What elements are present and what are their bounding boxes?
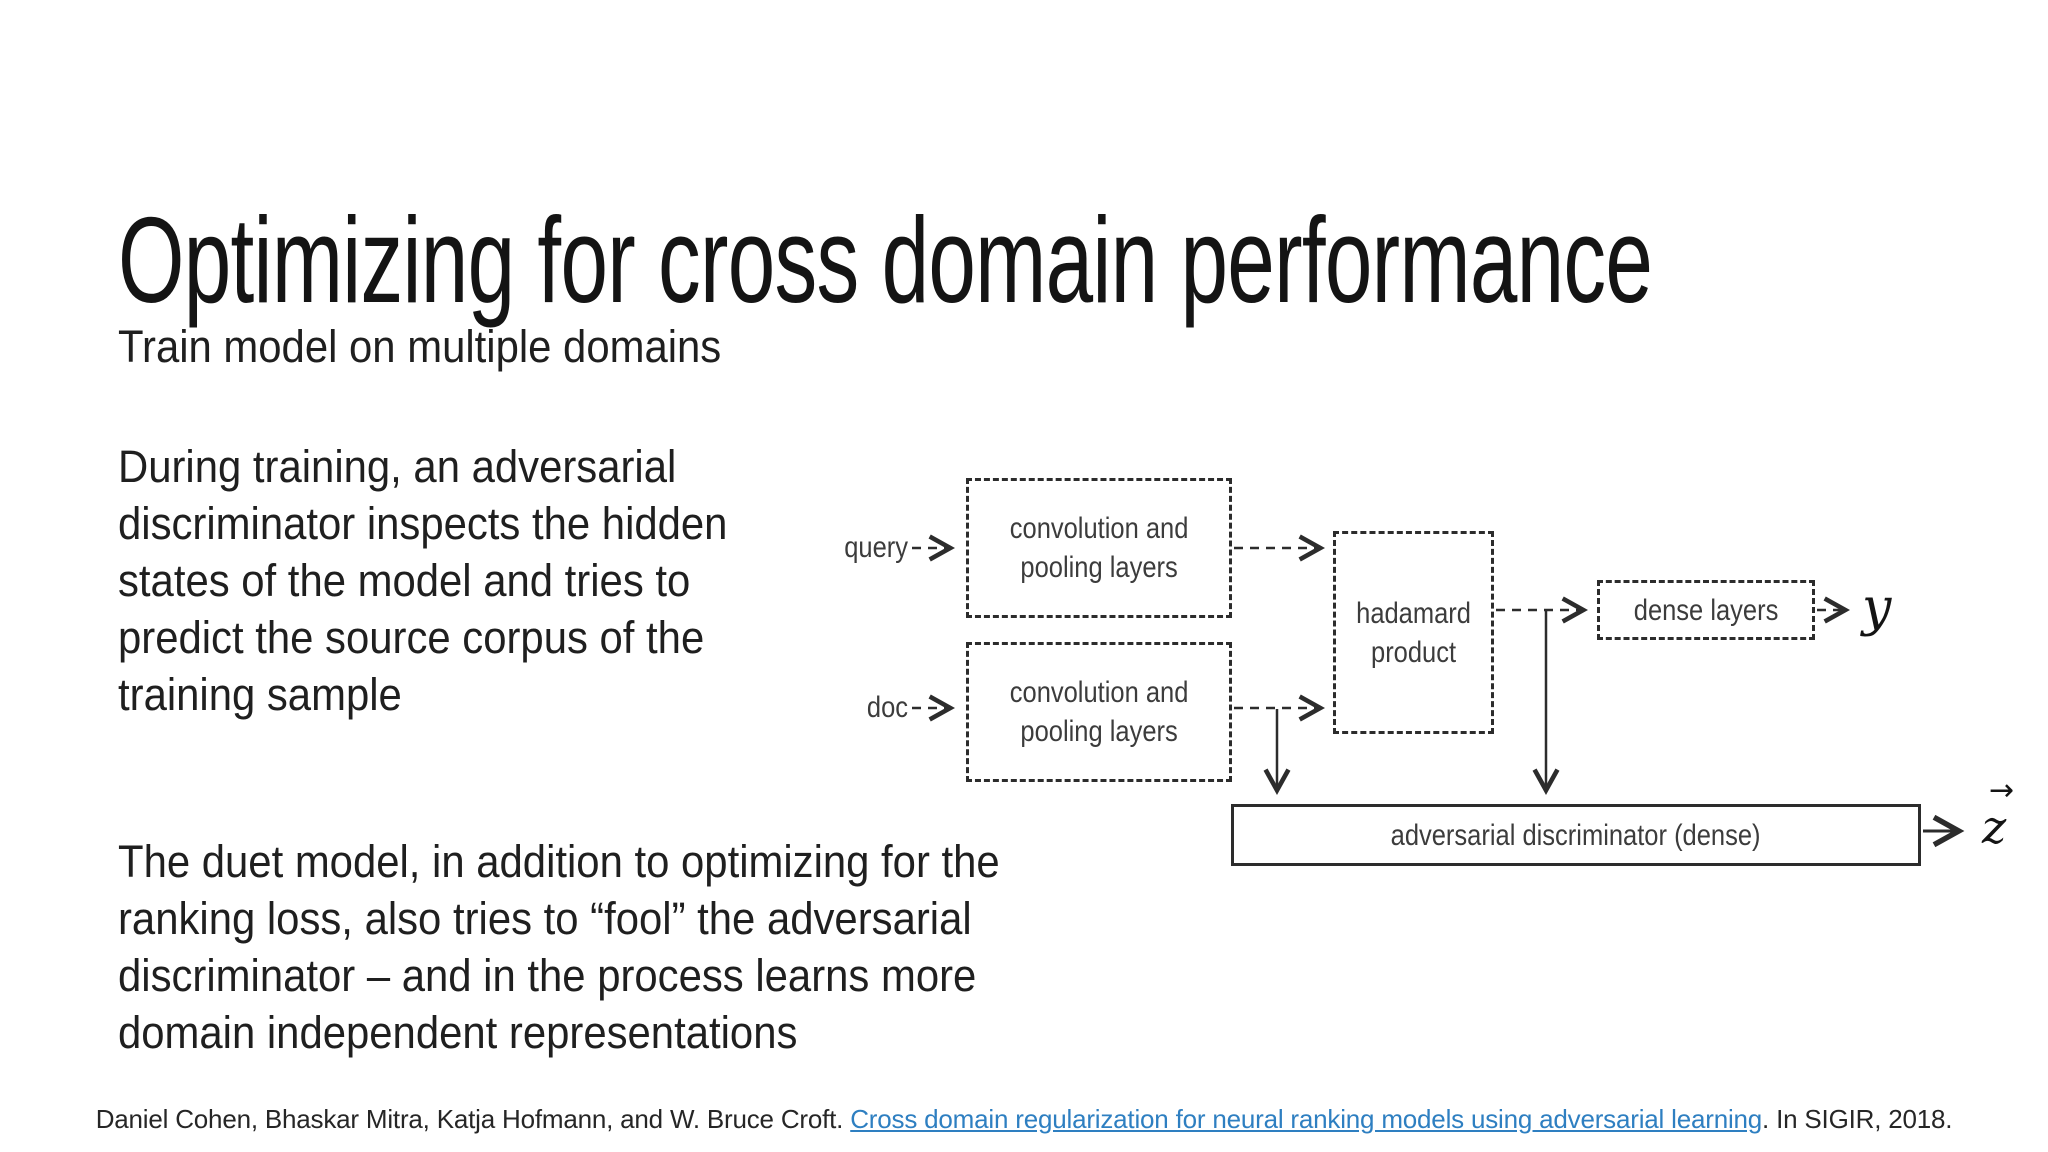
paragraph-adversarial-discriminator: During training, an adversarial discrimi… [118, 441, 728, 720]
vector-arrow-icon: → [1989, 773, 2015, 808]
citation-paper-link[interactable]: Cross domain regularization for neural r… [850, 1104, 1763, 1134]
conv-pooling-label-query: convolution and pooling layers [1009, 512, 1189, 584]
paragraph-duet-model: The duet model, in addition to optimizin… [118, 836, 1000, 1058]
slide-title: Optimizing for cross domain performance [118, 192, 1653, 328]
citation: Daniel Cohen, Bhaskar Mitra, Katja Hofma… [0, 1104, 2048, 1135]
output-z-letter: z [1982, 800, 2007, 854]
output-z-vector-symbol: →z [1982, 773, 2014, 854]
slide-subtitle: Train model on multiple domains [118, 321, 722, 372]
citation-authors: Daniel Cohen, Bhaskar Mitra, Katja Hofma… [95, 1104, 851, 1134]
citation-venue: . In SIGIR, 2018. [1762, 1104, 1953, 1134]
adversarial-discriminator-box: adversarial discriminator (dense) [1231, 804, 1921, 866]
dense-layers-label: dense layers [1633, 593, 1779, 627]
conv-pooling-label-doc: convolution and pooling layers [1009, 676, 1189, 748]
output-y-symbol: y [1862, 578, 1892, 638]
hadamard-product-box: hadamard product [1333, 531, 1494, 734]
hadamard-product-label: hadamard product [1356, 596, 1471, 669]
conv-pooling-box-query: convolution and pooling layers [966, 478, 1232, 618]
query-input-label: query [844, 531, 908, 564]
doc-input-label: doc [866, 691, 908, 724]
dense-layers-box: dense layers [1597, 580, 1815, 640]
conv-pooling-box-doc: convolution and pooling layers [966, 642, 1232, 782]
adversarial-discriminator-label: adversarial discriminator (dense) [1391, 818, 1761, 852]
